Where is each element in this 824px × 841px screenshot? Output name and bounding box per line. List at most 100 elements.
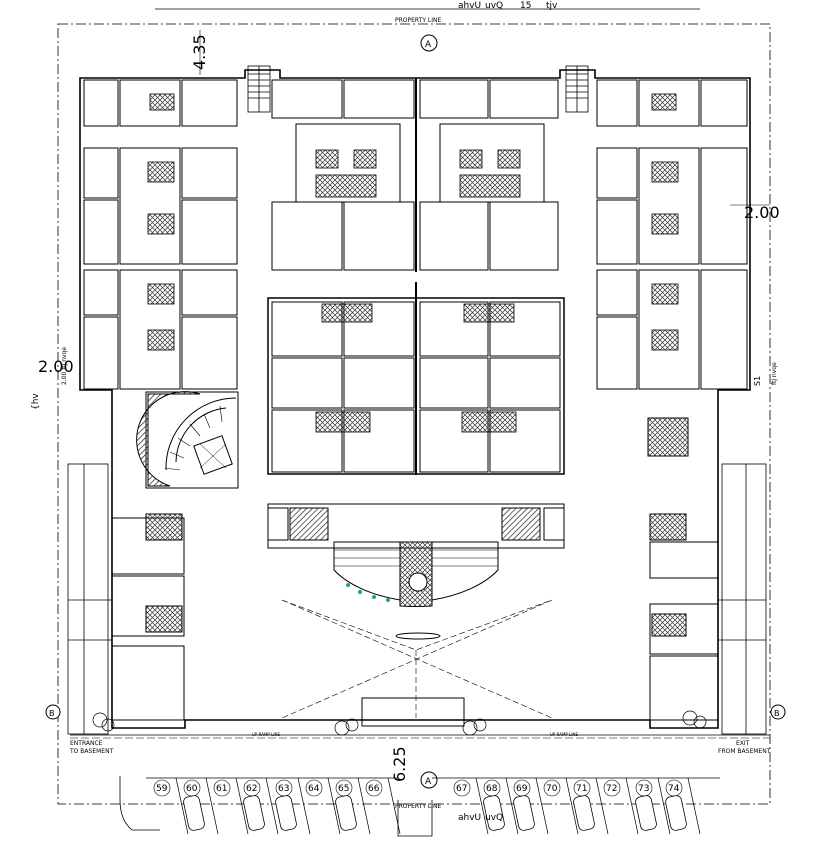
spiral-staircase: [136, 391, 239, 489]
parking-bay-divider: [657, 777, 671, 835]
parked-car: [275, 795, 297, 831]
section-marker-right: B: [770, 704, 786, 720]
parking-number: 59: [156, 784, 168, 794]
parking-bay-divider: [297, 777, 311, 835]
parking-number: 64: [308, 784, 320, 794]
left-side-label-b: 2.00 ftj nvqe: [61, 347, 68, 385]
parking-number: 62: [246, 784, 257, 794]
parked-car: [513, 795, 535, 831]
grand-stair: [333, 541, 499, 608]
parking-number-circle: [543, 779, 561, 797]
top-dimension-label: ahvU uvQ 15 tjv: [155, 1, 700, 11]
parking-number: 61: [216, 784, 227, 794]
building-outline: [79, 69, 751, 729]
parking-number: 70: [546, 784, 558, 794]
left-service-rooms: [111, 513, 185, 721]
parking-bay-divider: [235, 777, 249, 835]
parking-bay-divider: [565, 777, 579, 835]
parking-number: 72: [606, 784, 617, 794]
parked-car: [665, 795, 687, 831]
parked-car: [183, 795, 205, 831]
right-wing-bathrooms: [651, 93, 679, 351]
parked-car: [335, 795, 357, 831]
entry-ramp: [67, 463, 112, 735]
parking-number-circle: [213, 779, 231, 797]
setback-right: 2.00: [744, 203, 780, 222]
parking-bay-divider: [505, 777, 519, 835]
parking-number: 69: [516, 784, 528, 794]
exit-ramp: [718, 463, 767, 735]
entrance-label-line2: TO BASEMENT: [69, 748, 114, 755]
parking-bay-divider: [625, 777, 639, 835]
left-side-label-a: {hv: [31, 393, 41, 410]
setback-top: 4.35: [190, 34, 209, 70]
parking-bay-divider: [687, 777, 701, 835]
ramp-label-left: UP RAMP LINE: [252, 732, 281, 737]
section-marker-top: A: [420, 34, 438, 52]
exit-label-line1: EXIT: [736, 740, 750, 747]
parking-row: [119, 776, 720, 837]
top-stair-right: [565, 65, 589, 113]
parking-bay-divider: [387, 777, 401, 835]
parking-bay-divider: [357, 777, 371, 835]
parking-bay-divider: [327, 777, 341, 835]
section-marker-left: B: [45, 704, 61, 720]
central-baths: [315, 303, 517, 433]
parked-car: [573, 795, 595, 831]
property-line-boundary: [57, 23, 771, 805]
parking-number-circle: [365, 779, 383, 797]
svg-text:A: A: [425, 40, 432, 50]
parking-number: 67: [456, 784, 467, 794]
left-wing-bathrooms: [147, 93, 175, 351]
parking-number: 65: [338, 784, 349, 794]
left-wing-units: [83, 79, 238, 390]
parking-bay-divider: [205, 777, 219, 835]
top-stair-left: [247, 65, 271, 113]
drop-off-lines: [281, 599, 553, 719]
parking-bay-divider: [265, 777, 279, 835]
lobby: [267, 503, 565, 549]
top-centre-units: [271, 79, 559, 271]
property-line-label-bottom: PROPERTY LINE: [395, 803, 441, 810]
parking-bay-divider: [175, 777, 189, 835]
parking-number: 66: [368, 784, 380, 794]
parking-number: 63: [278, 784, 289, 794]
parked-car: [243, 795, 265, 831]
property-line-label-top: PROPERTY LINE: [395, 17, 441, 24]
svg-text:B: B: [49, 709, 55, 718]
entrance-canopy: [361, 697, 465, 727]
parking-number-circle: [453, 779, 471, 797]
section-marker-bottom: A: [420, 771, 438, 789]
top-dim-a: ahvU: [458, 1, 481, 11]
bottom-dim-b: uvQ: [485, 813, 503, 823]
parking-number-circle: [153, 779, 171, 797]
svg-text:B: B: [774, 709, 780, 718]
parked-car: [483, 795, 505, 831]
parking-number: 71: [576, 784, 587, 794]
parking-bay-divider: [595, 777, 609, 835]
top-dim-c: 15: [520, 1, 531, 11]
parking-number: 73: [638, 784, 649, 794]
top-dim-d: tjv: [546, 1, 558, 11]
exit-label-line2: FROM BASEMENT: [718, 748, 771, 755]
top-dim-b: uvQ: [485, 1, 503, 11]
setback-bottom: 6.25: [390, 746, 409, 782]
bottom-dim-a: ahvU: [458, 813, 481, 823]
landscape-trees: [92, 710, 707, 736]
parking-number-circle: [305, 779, 323, 797]
right-side-label-a: S1: [753, 376, 762, 386]
ramp-label-right: UP RAMP LINE: [550, 732, 579, 737]
right-service-rooms: [649, 513, 719, 721]
setback-left: 2.00: [38, 357, 74, 376]
right-wing-units: [596, 79, 748, 390]
parking-bay-divider: [535, 777, 549, 835]
top-centre-baths: [315, 149, 521, 198]
parking-number: 74: [668, 784, 680, 794]
right-hatched-block: [647, 417, 689, 457]
svg-text:A: A: [425, 777, 432, 787]
parking-number: 60: [186, 784, 198, 794]
parking-number-circle: [603, 779, 621, 797]
parking-number: 68: [486, 784, 498, 794]
parking-bay-divider: [475, 777, 489, 835]
